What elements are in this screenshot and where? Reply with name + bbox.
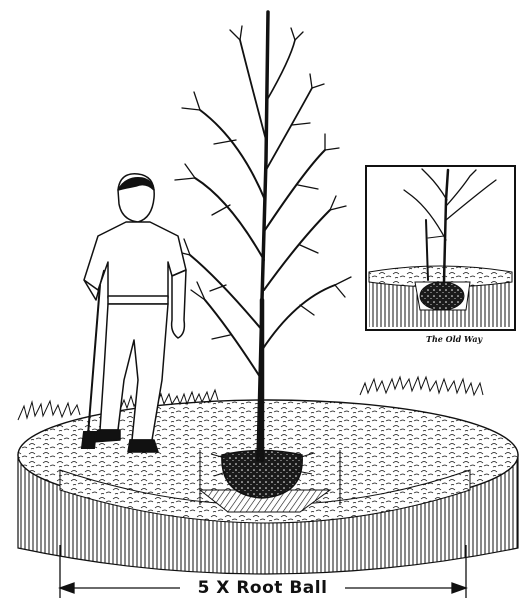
arrow-left-icon [60,583,74,593]
tree-illustration [174,12,351,460]
dimension-label: 5 X Root Ball [180,578,345,598]
inset-caption: The Old Way [426,334,516,344]
planting-bed [18,377,518,574]
inset-root-ball [420,282,464,310]
inset-old-way [366,166,515,330]
arrow-right-icon [452,583,466,593]
